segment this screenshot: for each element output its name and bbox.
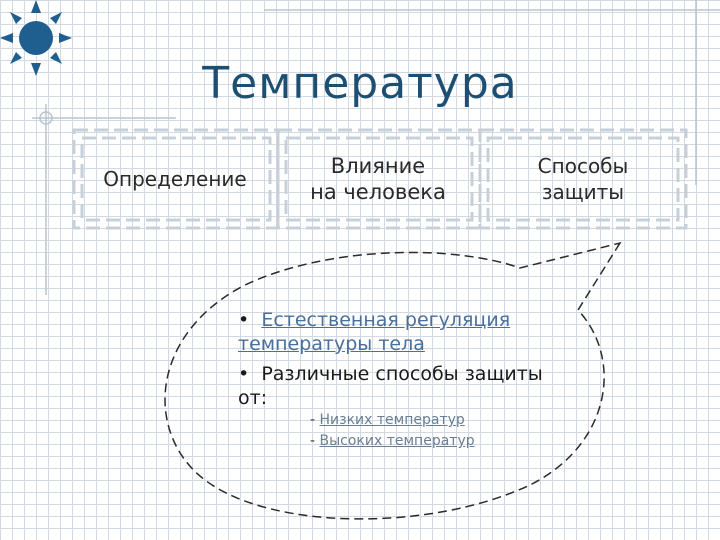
- bullet: •: [238, 363, 250, 385]
- dash: -: [310, 433, 316, 449]
- box-protection-label: Способы защиты: [537, 154, 629, 204]
- box-definition-label: Определение: [103, 167, 247, 191]
- low-temperatures-link[interactable]: Низких температур: [319, 412, 465, 428]
- sub-item-low: - Низких температур: [238, 410, 568, 431]
- dash: -: [310, 412, 316, 428]
- bubble-item-regulation: • Естественная регуляция температуры тел…: [238, 308, 568, 356]
- box-influence[interactable]: Влияние на человека: [288, 132, 468, 226]
- box-definition[interactable]: Определение: [78, 132, 272, 226]
- high-temperatures-link[interactable]: Высоких температур: [319, 433, 475, 449]
- bullet: •: [238, 309, 250, 331]
- box-protection[interactable]: Способы защиты: [488, 132, 678, 226]
- page-title: Температура: [202, 58, 518, 109]
- bubble-item-protection: • Различные способы защиты от:: [238, 362, 568, 410]
- sun-icon: [0, 0, 72, 76]
- sub-item-high: - Высоких температур: [238, 431, 568, 452]
- protection-text: Различные способы защиты от:: [238, 363, 543, 409]
- bubble-content: • Естественная регуляция температуры тел…: [238, 308, 568, 452]
- regulation-link[interactable]: Естественная регуляция температуры тела: [238, 309, 511, 355]
- box-influence-label: Влияние на человека: [310, 154, 446, 204]
